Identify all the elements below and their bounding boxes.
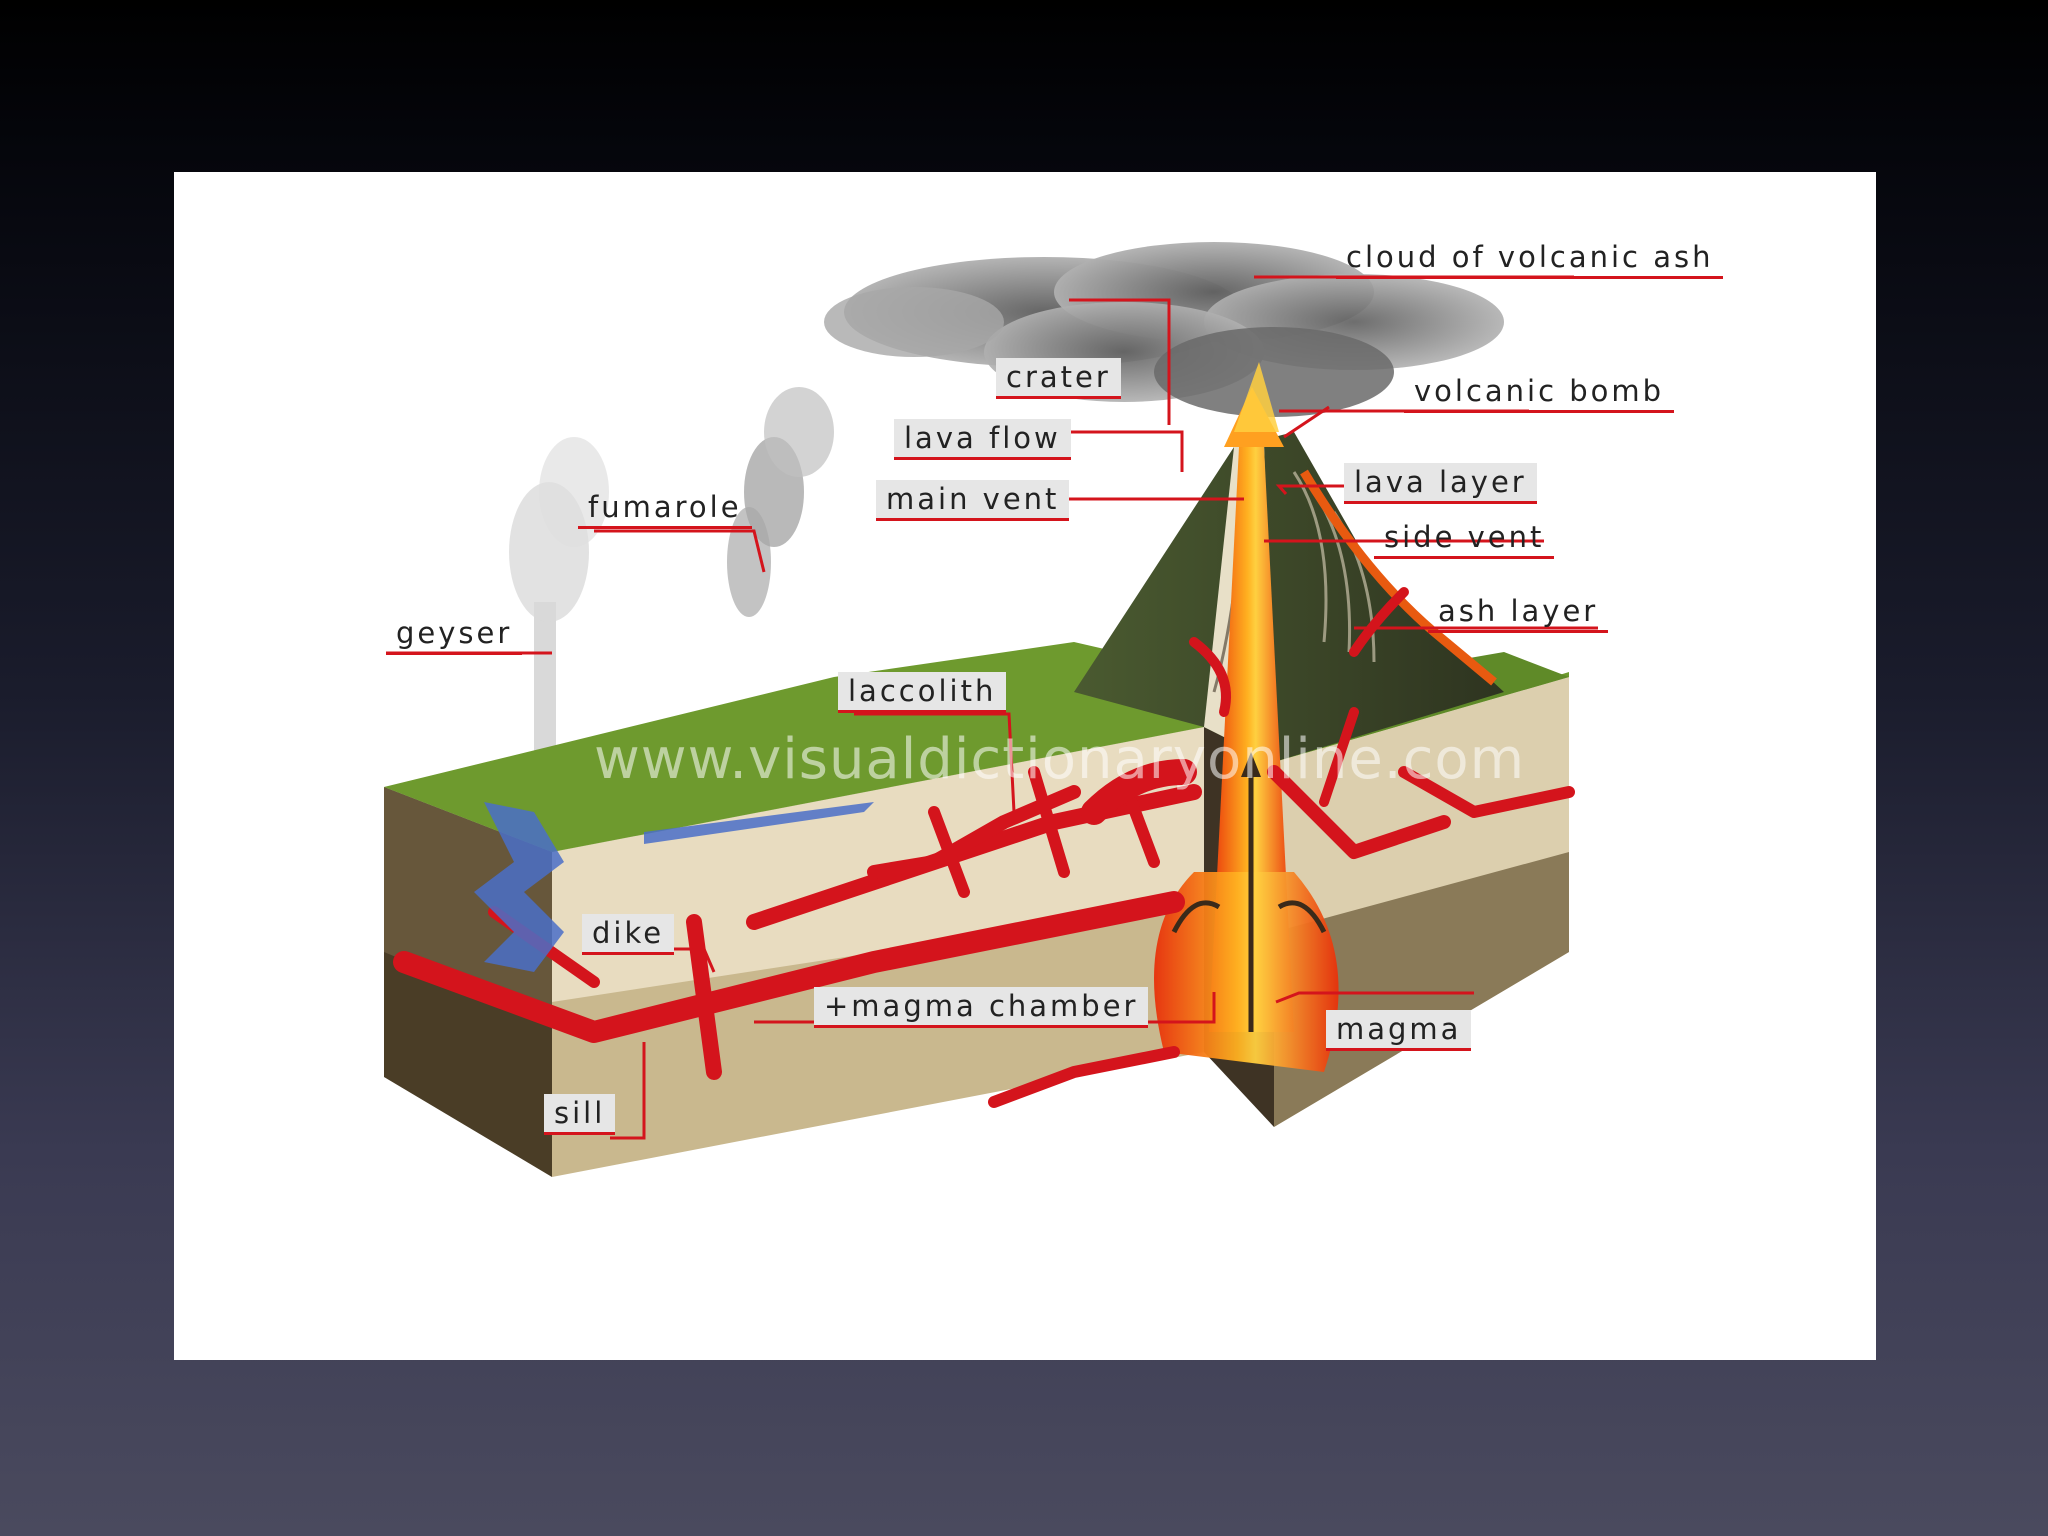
label-laccolith: laccolith xyxy=(838,672,1006,713)
label-crater: crater xyxy=(996,358,1121,399)
label-magma-chamber: +magma chamber xyxy=(814,987,1148,1028)
label-cloud-of-volcanic-ash: cloud of volcanic ash xyxy=(1336,238,1723,279)
label-side-vent: side vent xyxy=(1374,518,1554,559)
label-geyser: geyser xyxy=(386,614,522,655)
label-ash-layer: ash layer xyxy=(1428,592,1608,633)
label-main-vent: main vent xyxy=(876,480,1069,521)
label-dike: dike xyxy=(582,914,674,955)
label-volcanic-bomb: volcanic bomb xyxy=(1404,372,1674,413)
watermark-text: www.visualdictionaryonline.com xyxy=(594,727,1525,792)
diagram-frame: www.visualdictionaryonline.com cloud of … xyxy=(174,172,1876,1360)
label-lava-flow: lava flow xyxy=(894,419,1071,460)
label-magma: magma xyxy=(1326,1010,1471,1051)
label-sill: sill xyxy=(544,1094,615,1135)
label-fumarole: fumarole xyxy=(578,488,752,529)
label-lava-layer: lava layer xyxy=(1344,463,1537,504)
